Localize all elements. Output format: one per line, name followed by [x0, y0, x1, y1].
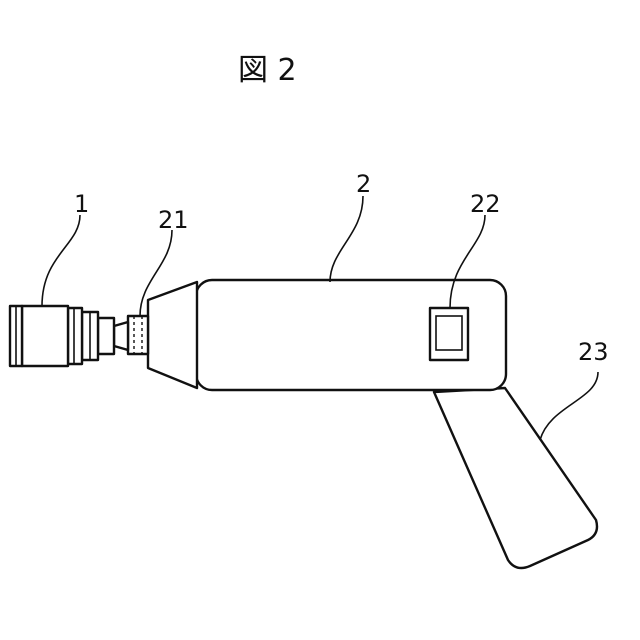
figure-title: 図 2 — [238, 53, 297, 88]
label-handle: 23 — [578, 338, 609, 366]
display-window — [430, 308, 468, 360]
handle — [434, 388, 597, 568]
label-body: 2 — [356, 170, 371, 198]
tip — [114, 316, 148, 354]
leader-line-body — [330, 196, 363, 282]
label-connector: 1 — [74, 190, 89, 218]
connector — [10, 306, 114, 366]
label-tip: 21 — [158, 206, 189, 234]
leader-line-connector — [42, 215, 80, 306]
tapered-nose — [148, 282, 197, 388]
leader-line-handle — [540, 372, 598, 440]
label-display: 22 — [470, 190, 501, 218]
